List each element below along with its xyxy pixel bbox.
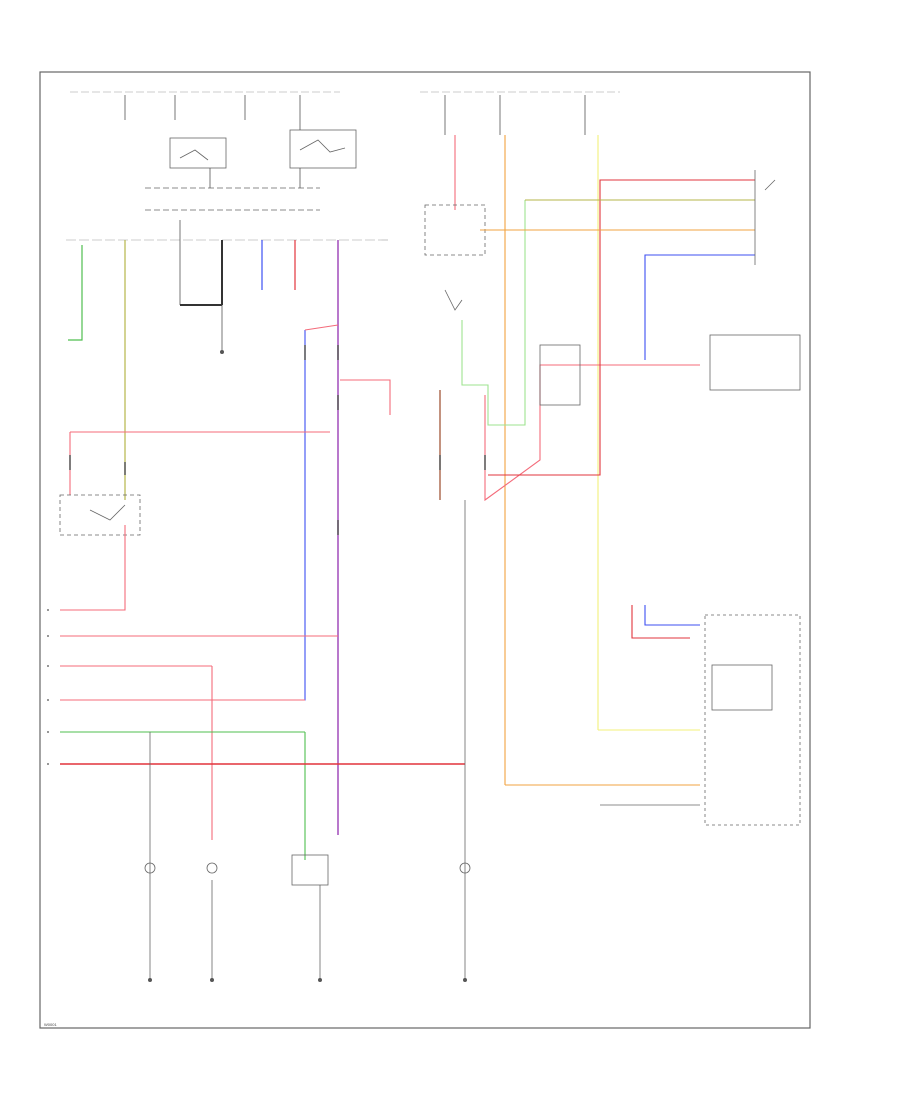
- footer-code: W0001: [44, 1022, 57, 1027]
- right-bottom-module: [600, 614, 801, 826]
- left-switch: [59, 494, 141, 536]
- right-relay: [424, 204, 486, 311]
- wire-red-top-loop: [488, 179, 755, 476]
- wire-red-right: [484, 364, 700, 502]
- right-switch-module: [539, 170, 801, 406]
- wire-pink-top: [304, 324, 339, 331]
- left-pin-markers: [47, 609, 49, 765]
- top-feeds: [124, 95, 586, 350]
- wire-pink-switch: [340, 379, 391, 415]
- wire-light-green: [461, 200, 526, 426]
- wire-red-module: [631, 605, 690, 639]
- right-top-feeds: [454, 135, 700, 786]
- harness-lines: [60, 500, 466, 980]
- bottom-grounds: [148, 978, 467, 982]
- relay-center: [289, 129, 357, 169]
- ground-symbol-upper: [220, 350, 224, 354]
- relay-left: [145, 137, 320, 211]
- connector-marks: [69, 345, 486, 535]
- wire-blue-main: [215, 330, 306, 701]
- wire-blue-right: [644, 254, 755, 360]
- diagram-frame: [39, 71, 811, 1029]
- wire-green-left: [68, 245, 83, 341]
- wire-blue-module: [644, 605, 700, 626]
- wire-pink-switch-down: [60, 525, 126, 611]
- bottom-lamps: [144, 854, 471, 980]
